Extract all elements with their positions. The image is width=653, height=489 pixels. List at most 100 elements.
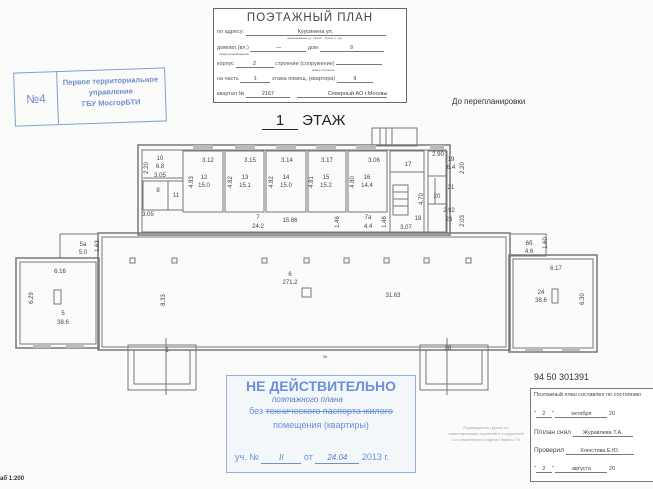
ownership-label: домовл.(вл.)	[217, 45, 249, 51]
room-5a	[59, 233, 99, 259]
dimension: 2.03	[460, 215, 466, 227]
stamp-struck-text: технического паспорта жилого	[265, 406, 393, 416]
address-row: по адресу: Куусинена ул. наименование ул…	[217, 29, 403, 40]
room-number: 1	[165, 348, 169, 354]
column	[551, 288, 559, 304]
room-number: 23	[446, 217, 453, 223]
address-value: Куусинена ул.	[245, 29, 386, 36]
part-row: на часть 1 этажа помещ. (квартира) II	[217, 76, 403, 83]
room-number: 14	[283, 175, 290, 181]
ownership-hint: номер домовладения	[219, 52, 250, 56]
dimension: 6.29	[29, 292, 35, 304]
year-value: 2013	[361, 452, 382, 462]
room-number: 7а	[365, 215, 372, 221]
table-row: "2" октября 20	[534, 411, 616, 418]
date-day: 2	[535, 466, 552, 473]
dimension: 2.90	[432, 152, 444, 158]
room-number: 20	[434, 194, 441, 200]
surveyed-by-label: П/план снял	[534, 429, 571, 436]
floor-number: 1	[262, 112, 298, 130]
room-12	[182, 150, 224, 213]
checked-by-label: Проверил	[534, 447, 564, 454]
checked-by-value: Хлюстова Е.Ю.	[565, 448, 634, 455]
room-area: 6.4	[447, 165, 456, 171]
table-row: П/план снял Журавлева Т.А.	[534, 429, 633, 437]
floor-label: ЭТАЖ	[302, 112, 346, 129]
date-label: от	[303, 452, 313, 462]
room-number: 21	[448, 185, 455, 191]
room-area: 38.6	[57, 320, 69, 326]
room-labels: 10 6.8 12 15.0 13 15.1 14 15.0 15 15.2 1…	[57, 156, 547, 359]
house-label: дом	[307, 45, 318, 51]
dimension: 15.86	[282, 218, 298, 224]
dimension: 3.17	[321, 158, 333, 164]
stamp-registration: уч. № II от 24.04 2013 г.	[235, 452, 411, 464]
stamp-line-3: помещения (квартиры)	[273, 420, 369, 430]
floor-plan-header: ПОЭТАЖНЫЙ ПЛАН по адресу: Куусинена ул. …	[213, 8, 407, 103]
district-value: Северный АО г.Москвы	[297, 91, 388, 98]
surveyed-by-value: Журавлева Т.А.	[572, 430, 633, 437]
building-label: корпус	[217, 61, 235, 67]
dimension: 3.05	[154, 173, 166, 179]
room-area: 271.2	[282, 280, 298, 286]
main-hall-inner	[101, 236, 507, 348]
room-19-23	[427, 150, 448, 233]
dimension: 31.63	[385, 293, 401, 299]
room-number: 10	[157, 156, 164, 162]
invalid-stamp: НЕ ДЕЙСТВИТЕЛЬНО поэтажного плана без те…	[226, 375, 416, 473]
room-15	[307, 150, 347, 213]
room-6b	[509, 233, 547, 257]
table-row: Проверил Хлюстова Е.Ю.	[534, 447, 634, 455]
date-day: 2	[535, 411, 552, 418]
building-row: корпус 2 строение (сооружение) номер стр…	[217, 61, 403, 72]
date-month: октября	[555, 411, 608, 418]
structure-label: строение (сооружение)	[275, 61, 335, 67]
room-area: 6.8	[156, 164, 165, 170]
dimension: 3.07	[400, 225, 412, 231]
room-number: 12	[201, 175, 208, 181]
room-area: 15.2	[320, 183, 332, 189]
room-24	[508, 254, 598, 353]
room-number: 15	[323, 175, 330, 181]
dimension: 3.12	[202, 158, 214, 164]
room-number: 26	[323, 354, 328, 359]
dimension: 4.82	[269, 176, 275, 188]
part-label: на часть	[217, 76, 239, 82]
quarter-value: 2167	[245, 91, 290, 98]
entrance-right	[419, 344, 489, 391]
floor-label: этажа помещ. (квартира)	[271, 76, 336, 82]
reg-value: II	[261, 453, 302, 464]
inventory-number: 94 50 301391	[534, 372, 590, 382]
dimension: 2.92	[443, 208, 455, 214]
room-14	[265, 150, 307, 213]
room-area: 15.0	[198, 183, 210, 189]
entrance-left	[127, 344, 197, 391]
house-row: домовл.(вл.) — дом 9 номер домовладения	[217, 45, 403, 56]
room-5-inner	[19, 261, 97, 345]
dimension: 4.83	[189, 176, 195, 188]
dimension: 2.20	[460, 162, 466, 174]
room-number: 16	[364, 175, 371, 181]
hall-columns	[129, 257, 472, 298]
room-24-inner	[512, 258, 594, 349]
room-5	[15, 257, 100, 349]
room-13	[224, 150, 265, 213]
stamp-title: НЕ ДЕЙСТВИТЕЛЬНО	[246, 378, 396, 394]
room-number: 26	[445, 346, 452, 352]
survey-info-table: Поэтажный план составлен по состоянию "2…	[530, 388, 653, 482]
room-area: 14.4	[361, 183, 373, 189]
windows	[33, 145, 580, 351]
dimension: 4.70	[419, 193, 425, 205]
stamp-line-2: без технического паспорта жилого	[227, 406, 415, 417]
upper-block-inner	[141, 149, 447, 233]
dimension: 3.05	[142, 212, 154, 218]
date-value: 24.04	[315, 453, 360, 464]
room-17-18	[389, 150, 425, 233]
room-number: 7	[256, 215, 260, 221]
ownership-value: —	[250, 45, 307, 52]
outside-stairs	[371, 127, 418, 147]
dimension: 1.60	[543, 237, 549, 249]
main-hall	[97, 232, 511, 351]
house-value: 9	[319, 45, 384, 52]
dimension: 8.33	[161, 294, 167, 306]
